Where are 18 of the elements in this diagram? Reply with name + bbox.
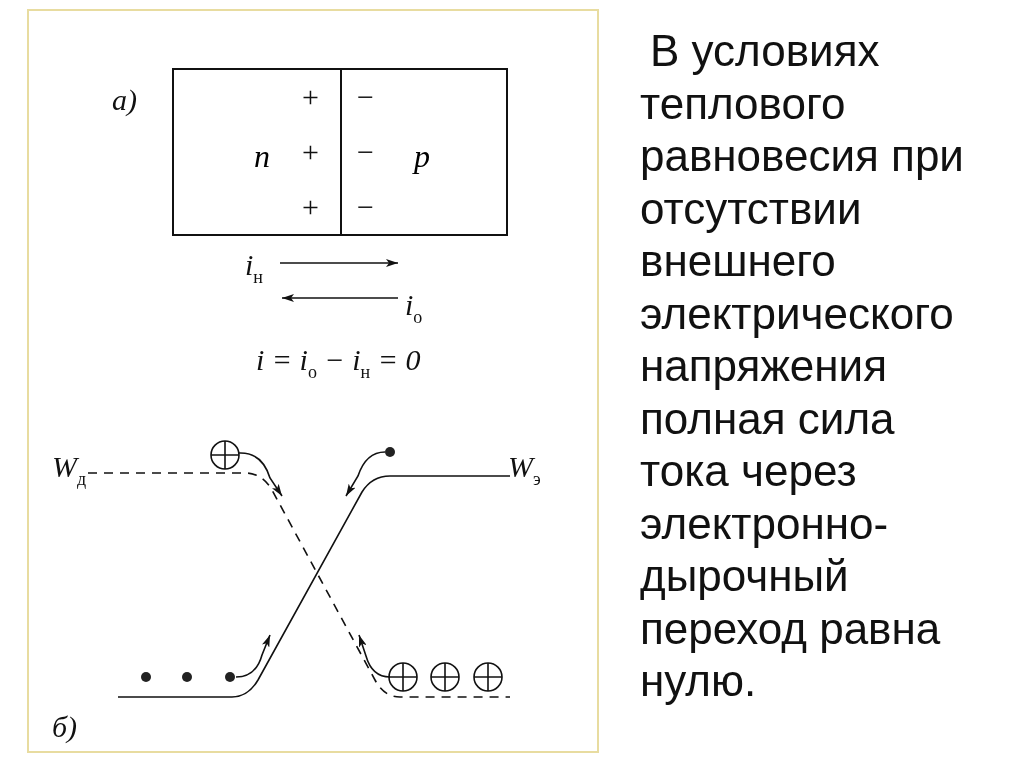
charge-sign: + <box>302 137 319 167</box>
semiconductor-region <box>340 68 508 236</box>
charge-sign: + <box>302 192 319 222</box>
current-label: i$_{н}$ <box>245 250 263 287</box>
charge-sign: − <box>357 82 374 112</box>
current-label: i$_{о}$ <box>405 290 423 327</box>
charge-sign: − <box>357 137 374 167</box>
region-label: n <box>254 140 270 172</box>
panel-label: б) <box>52 712 78 742</box>
charge-sign: + <box>302 82 319 112</box>
semiconductor-region <box>172 68 342 236</box>
region-label: p <box>414 140 430 172</box>
panel-label: а) <box>112 85 137 115</box>
equation: i = i$_{о}$ − i$_{н}$ = 0 <box>256 345 421 382</box>
level-label: W$_{д}$ <box>52 452 87 489</box>
level-label: W$_{э}$ <box>508 452 541 489</box>
paragraph: В условиях теплового равновесия при отсутствии внешнего электрического напряжения полная сила тока через электронно-дырочный переход равна нулю. <box>640 25 965 707</box>
charge-sign: − <box>357 192 374 222</box>
